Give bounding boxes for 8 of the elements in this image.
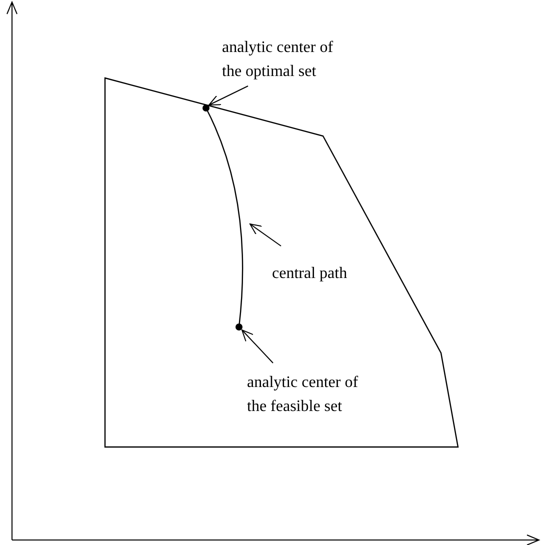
annotation-text: analytic center of the optimal set xyxy=(222,36,350,84)
annotation-text: analytic center of the feasible set xyxy=(247,371,375,419)
leader-line xyxy=(250,224,282,246)
point-dot xyxy=(236,324,242,330)
leader-line xyxy=(242,330,274,364)
leader-line xyxy=(208,86,248,106)
annotation-text: central path xyxy=(272,262,382,286)
point-dot xyxy=(202,104,210,112)
